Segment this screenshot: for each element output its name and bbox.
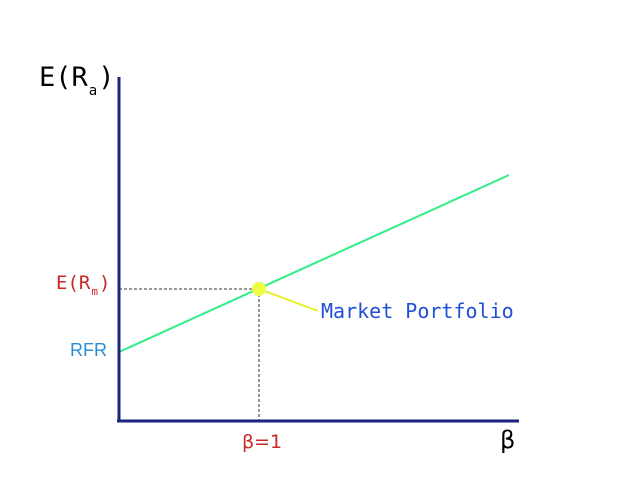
market-portfolio-callout-line bbox=[261, 289, 319, 312]
x-axis-label: β bbox=[500, 426, 516, 454]
security-market-line bbox=[118, 174, 510, 353]
market-portfolio-label: Market Portfolio bbox=[321, 299, 514, 323]
y-axis-label-subscript: a bbox=[88, 83, 98, 99]
risk-free-rate-label: RFR bbox=[70, 340, 107, 360]
expected-market-return-label: E(Rm) bbox=[56, 272, 111, 298]
y-axis-label: E(Ra) bbox=[39, 62, 115, 99]
expected-market-return-subscript: m bbox=[91, 285, 98, 298]
market-beta-label: β=1 bbox=[242, 431, 283, 453]
market-portfolio-point bbox=[252, 282, 266, 296]
